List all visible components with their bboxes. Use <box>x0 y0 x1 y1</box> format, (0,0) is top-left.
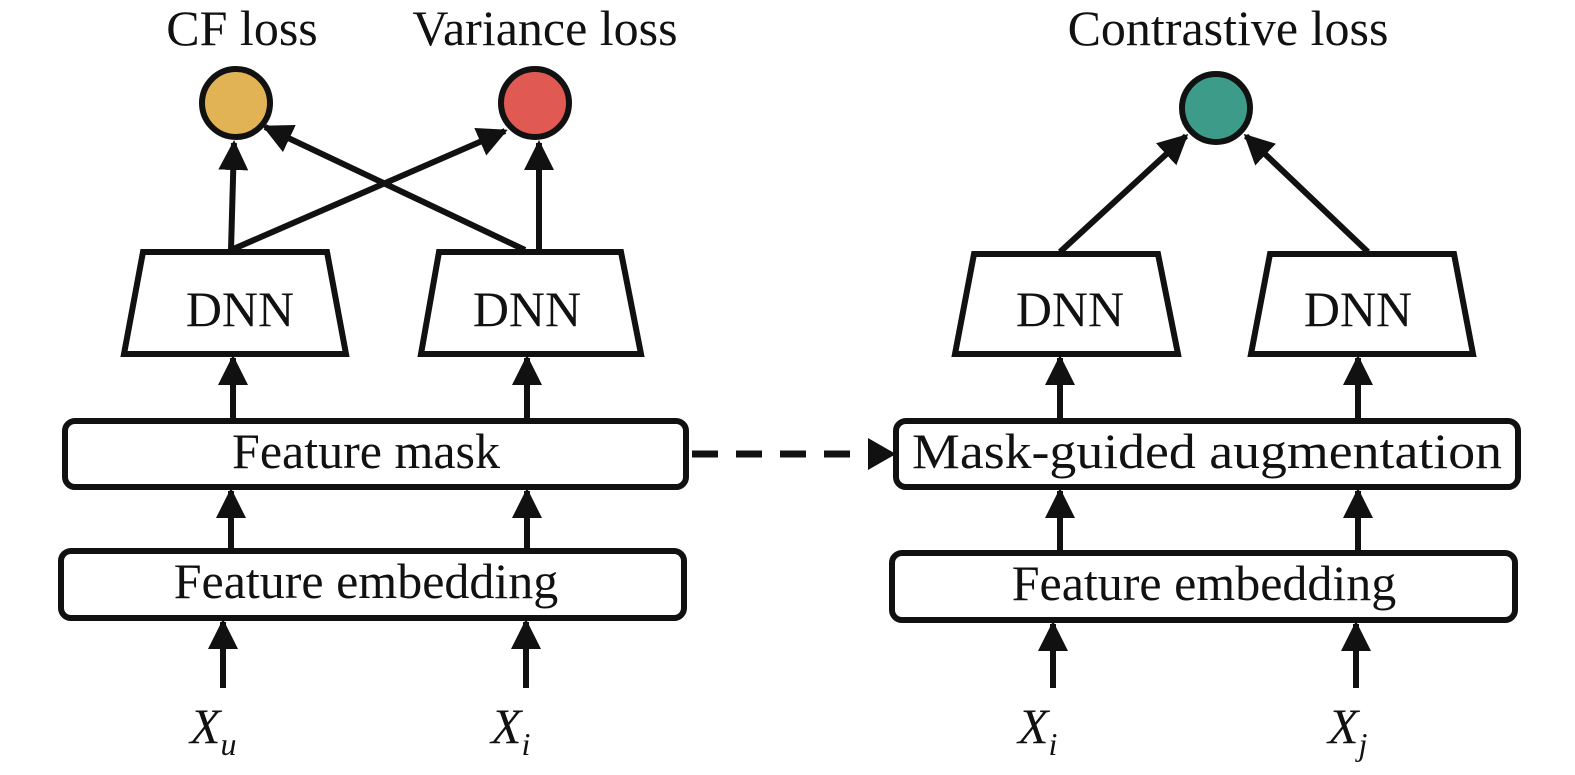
input-left-u-base: X <box>188 698 223 754</box>
input-right-j-base: X <box>1326 698 1361 754</box>
cf-loss-label: CF loss <box>166 0 317 56</box>
feature-mask: Feature mask <box>62 418 689 490</box>
input-left-u: Xu <box>188 698 237 762</box>
dnn-right-b: DNN <box>1247 251 1477 357</box>
input-left-i: Xi <box>489 698 530 762</box>
feature-embedding-right-label: Feature embedding <box>1012 555 1397 611</box>
input-left-u-sub: u <box>221 726 237 762</box>
contrastive-loss-label: Contrastive loss <box>1068 0 1389 56</box>
cf-loss-node <box>199 66 273 140</box>
feature-embedding-left: Feature embedding <box>58 548 687 621</box>
mask-guided-augmentation: Mask-guided augmentation <box>893 418 1521 490</box>
edge-dnn-left-a-to-variance <box>229 127 508 253</box>
input-right-i: Xi <box>1016 698 1057 762</box>
input-right-i-base: X <box>1016 698 1051 754</box>
variance-loss-node <box>498 66 572 140</box>
dnn-left-a-label: DNN <box>186 281 294 337</box>
dnn-right-a-label: DNN <box>1016 281 1124 337</box>
dnn-right-a: DNN <box>951 251 1182 357</box>
edge-dnn-left-a-to-cf <box>218 140 249 251</box>
dashed-arrowhead <box>868 438 896 470</box>
contrastive-loss-node <box>1179 71 1253 145</box>
dnn-left-b-label: DNN <box>473 281 581 337</box>
dnn-left-a: DNN <box>120 249 350 357</box>
feature-embedding-left-label: Feature embedding <box>174 553 559 609</box>
input-right-i-sub: i <box>1049 726 1058 762</box>
edge-dnn-right-a-to-contrastive <box>1057 133 1189 255</box>
dnn-left-b: DNN <box>417 249 645 357</box>
input-left-i-base: X <box>489 698 524 754</box>
feature-embedding-right: Feature embedding <box>889 550 1518 623</box>
variance-loss-label: Variance loss <box>412 0 677 56</box>
dnn-right-b-label: DNN <box>1304 281 1412 337</box>
edge-dnn-left-b-to-cf <box>262 124 527 253</box>
mask-guided-augmentation-label: Mask-guided augmentation <box>912 423 1502 479</box>
feature-mask-label: Feature mask <box>232 423 500 479</box>
edge-dnn-right-b-to-contrastive <box>1243 133 1371 255</box>
input-right-j-sub: j <box>1355 726 1368 762</box>
input-right-j: Xj <box>1326 698 1368 762</box>
input-left-i-sub: i <box>522 726 531 762</box>
